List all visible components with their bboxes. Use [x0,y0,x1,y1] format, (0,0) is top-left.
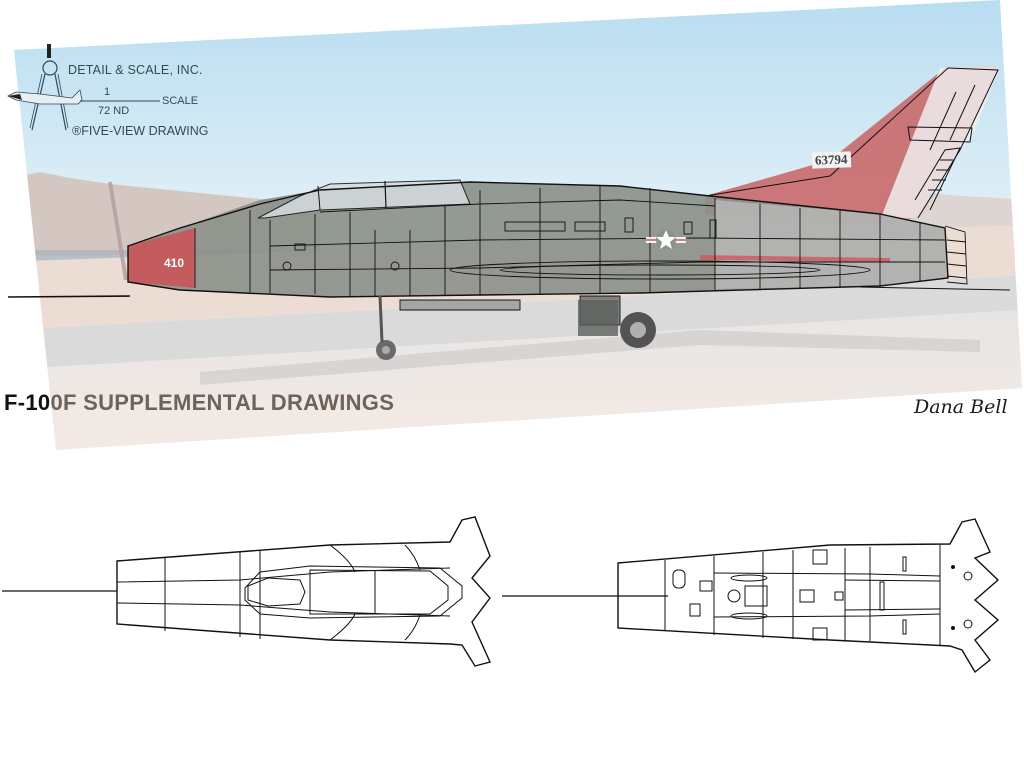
artist-signature: Dana Bell [914,396,1008,418]
star-and-bar-insignia [646,230,686,250]
nose-number: 410 [164,256,185,270]
red-nose [128,228,195,288]
pitot-boom [7,295,131,298]
bottom-view-drawing [502,518,1000,674]
top-view-drawing [2,516,491,667]
main-landing-gear [578,300,656,348]
aircraft-side-view [127,66,1000,360]
title-dark-part: F-10 [4,390,51,415]
tail-number: 63794 [811,151,851,169]
nose-landing-gear [376,295,396,360]
compass-divider-with-aircraft-icon [7,44,160,131]
scale-denominator: 72 ND [98,105,130,117]
scale-numerator: 1 [104,86,111,98]
drawing-type-label: ®FIVE-VIEW DRAWING [72,124,209,138]
publisher-name: DETAIL & SCALE, INC. [68,63,203,77]
page-title: F-100F SUPPLEMENTAL DRAWINGS [4,390,394,416]
runway [14,275,1022,370]
scale-label: SCALE [162,95,199,107]
title-light-part: 0F SUPPLEMENTAL DRAWINGS [50,390,395,415]
